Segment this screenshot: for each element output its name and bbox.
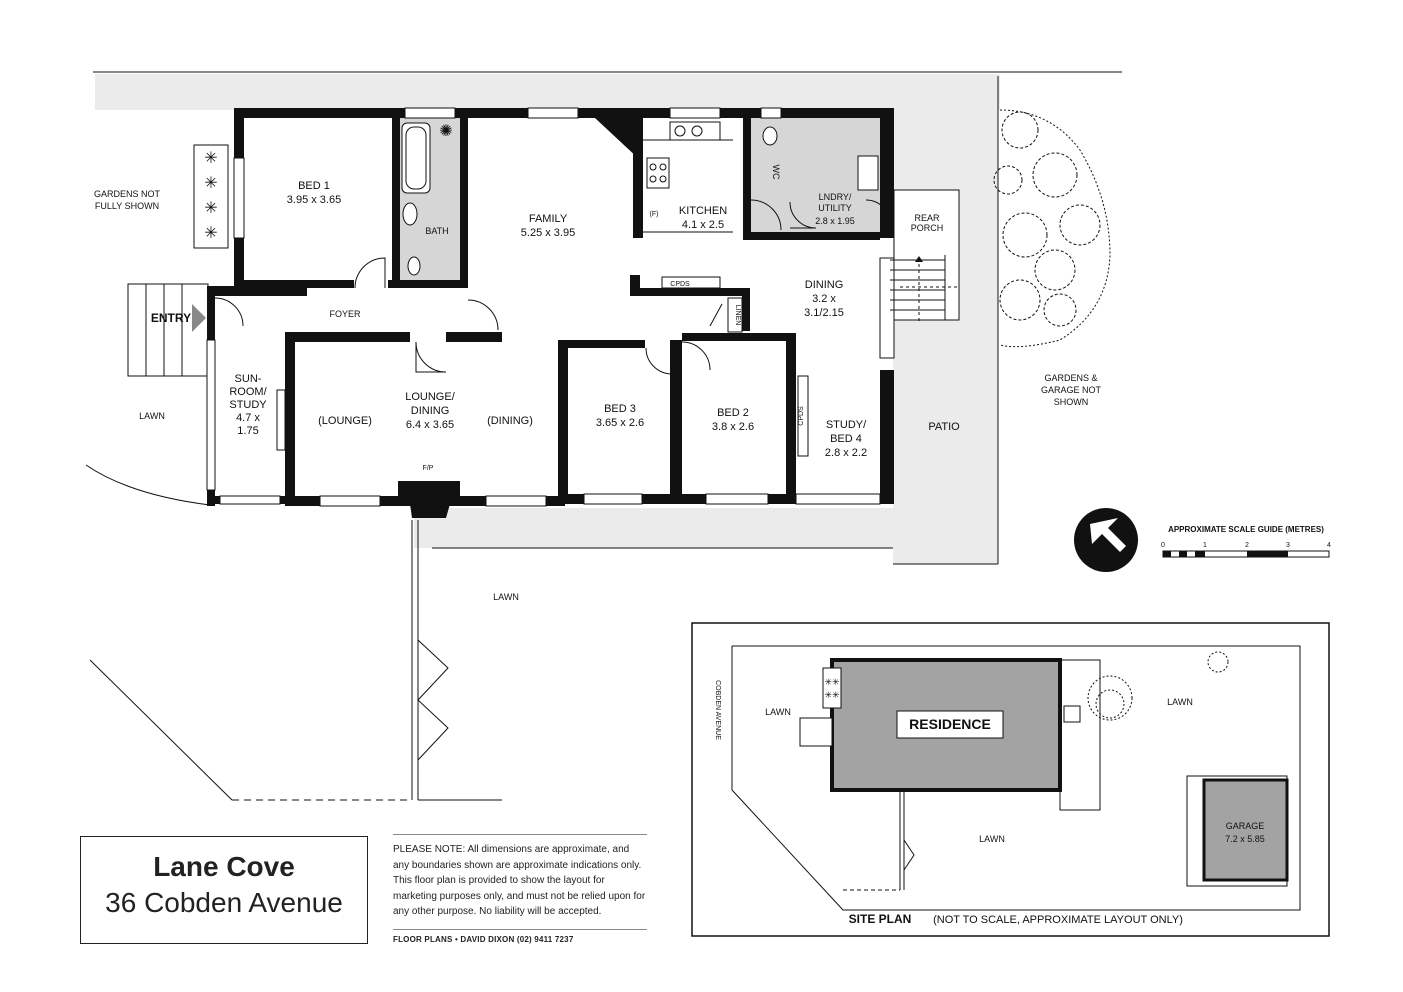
scale-tick-3: 3 bbox=[1286, 542, 1290, 549]
lounge-right-label: (DINING) bbox=[487, 415, 533, 427]
north-arrow-icon bbox=[1074, 508, 1138, 572]
dining-size1: 3.2 x bbox=[812, 293, 836, 305]
svg-text:✳✳: ✳✳ bbox=[824, 677, 840, 687]
site-lawn-1: LAWN bbox=[765, 707, 791, 717]
credit-line: FLOOR PLANS • DAVID DIXON (02) 9411 7237 bbox=[393, 929, 647, 944]
svg-text:✳: ✳ bbox=[204, 225, 217, 242]
rear-porch-steps bbox=[890, 189, 960, 322]
lawn-left-label: LAWN bbox=[139, 411, 165, 421]
patio-label: PATIO bbox=[928, 421, 960, 433]
laundry-name2: UTILITY bbox=[818, 203, 852, 213]
kitchen-size: 4.1 x 2.5 bbox=[682, 219, 724, 231]
bed3-size: 3.65 x 2.6 bbox=[596, 417, 644, 429]
windows bbox=[206, 107, 895, 507]
gardens-right-1: GARDENS & bbox=[1044, 373, 1097, 383]
suburb-title: Lane Cove bbox=[153, 851, 295, 882]
gardens-left-1: GARDENS NOT bbox=[94, 189, 161, 199]
outside-labels: GARDENS NOT FULLY SHOWN GARDENS & GARAGE… bbox=[94, 189, 1102, 602]
study-name2: BED 4 bbox=[830, 433, 862, 445]
sunroom-size2: 1.75 bbox=[237, 425, 258, 437]
entry-steps bbox=[127, 283, 209, 377]
laundry-name1: LNDRY/ bbox=[819, 192, 852, 202]
site-garage-size: 7.2 x 5.85 bbox=[1225, 834, 1265, 844]
dining-size2: 3.1/2.15 bbox=[804, 307, 844, 319]
site-residence-label-text: RESIDENCE bbox=[909, 716, 991, 732]
lounge-name2: DINING bbox=[411, 405, 450, 417]
garden-shrubs bbox=[993, 109, 1111, 348]
sunroom-line2: ROOM/ bbox=[229, 386, 267, 398]
doors bbox=[214, 199, 891, 375]
disclaimer-note: PLEASE NOTE: All dimensions are approxim… bbox=[393, 834, 647, 920]
kitchen-name: KITCHEN bbox=[679, 205, 727, 217]
rear-porch-line2: PORCH bbox=[911, 223, 944, 233]
bed2-name: BED 2 bbox=[717, 407, 749, 419]
bed1-size: 3.95 x 3.65 bbox=[287, 194, 341, 206]
lounge-size: 6.4 x 3.65 bbox=[406, 419, 454, 431]
fireplace-label: F/P bbox=[423, 465, 434, 472]
site-street-label: COBDEN AVENUE bbox=[714, 680, 721, 740]
address-title: 36 Cobden Avenue bbox=[105, 887, 343, 918]
family-name: FAMILY bbox=[529, 213, 568, 225]
svg-text:✳: ✳ bbox=[204, 200, 217, 217]
gardens-right-3: SHOWN bbox=[1054, 397, 1089, 407]
site-lawn-2: LAWN bbox=[1167, 697, 1193, 707]
study-size: 2.8 x 2.2 bbox=[825, 447, 867, 459]
planter-box: ✳ ✳ ✳ ✳ bbox=[193, 144, 229, 249]
scale-title: APPROXIMATE SCALE GUIDE (METRES) bbox=[1168, 525, 1324, 534]
scale-tick-2: 2 bbox=[1245, 542, 1249, 549]
scale-tick-0: 0 bbox=[1161, 542, 1165, 549]
cpds-label-1: CPDS bbox=[670, 281, 690, 288]
family-size: 5.25 x 3.95 bbox=[521, 227, 575, 239]
svg-text:✳: ✳ bbox=[204, 175, 217, 192]
dining-name: DINING bbox=[805, 279, 844, 291]
gardens-right-2: GARAGE NOT bbox=[1041, 385, 1102, 395]
lawn-bottom-label: LAWN bbox=[493, 592, 519, 602]
bed3-name: BED 3 bbox=[604, 403, 636, 415]
site-plan: ✳✳ ✳✳ RESIDENCE GARAGE 7.2 x 5.85 COBDEN… bbox=[691, 622, 1330, 937]
fixtures: ✺ bbox=[401, 121, 879, 457]
bath-label: BATH bbox=[425, 226, 448, 236]
sunroom-line1: SUN- bbox=[235, 373, 262, 385]
property-title-box: Lane Cove 36 Cobden Avenue bbox=[80, 836, 368, 944]
fridge-label: (F) bbox=[650, 211, 659, 218]
scale-tick-1: 1 bbox=[1203, 542, 1207, 549]
laundry-size: 2.8 x 1.95 bbox=[815, 216, 855, 226]
study-name1: STUDY/ bbox=[826, 419, 867, 431]
lounge-left-label: (LOUNGE) bbox=[318, 415, 372, 427]
svg-text:✳✳: ✳✳ bbox=[824, 690, 840, 700]
lounge-name1: LOUNGE/ bbox=[405, 391, 455, 403]
bed2-size: 3.8 x 2.6 bbox=[712, 421, 754, 433]
scale-guide: APPROXIMATE SCALE GUIDE (METRES) 0 1 2 3… bbox=[1161, 525, 1331, 558]
sunroom-line3: STUDY bbox=[229, 399, 267, 411]
svg-text:✳: ✳ bbox=[204, 150, 217, 167]
entry-label: ENTRY bbox=[151, 311, 191, 325]
room-labels: BED 1 3.95 x 3.65 BATH FAMILY 5.25 x 3.9… bbox=[151, 165, 960, 473]
site-plan-subtitle: (NOT TO SCALE, APPROXIMATE LAYOUT ONLY) bbox=[933, 914, 1183, 926]
site-lawn-3: LAWN bbox=[979, 834, 1005, 844]
sunroom-size1: 4.7 x bbox=[236, 412, 260, 424]
gardens-left-2: FULLY SHOWN bbox=[95, 201, 159, 211]
foyer-label: FOYER bbox=[329, 309, 361, 319]
cpds-label-2: CPDS bbox=[798, 406, 805, 426]
svg-text:✺: ✺ bbox=[439, 123, 452, 140]
wc-label: WC bbox=[771, 165, 781, 180]
scale-tick-4: 4 bbox=[1327, 542, 1331, 549]
site-plan-title: SITE PLAN bbox=[849, 912, 912, 926]
site-garage-label: GARAGE bbox=[1226, 821, 1265, 831]
bed1-name: BED 1 bbox=[298, 180, 330, 192]
linen-label: LINEN bbox=[734, 305, 741, 326]
rear-porch-line1: REAR bbox=[914, 213, 940, 223]
